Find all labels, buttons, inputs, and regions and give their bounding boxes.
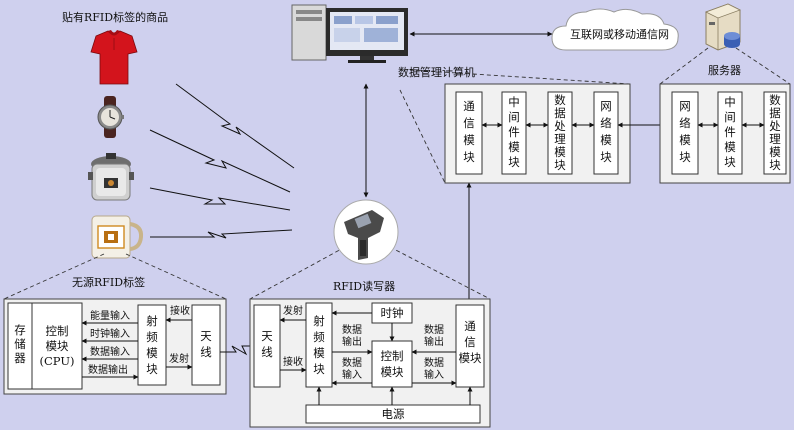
reader-receive-label: 接收	[283, 355, 303, 368]
reader-power-label: 电源	[382, 407, 405, 421]
computer-callout-line	[409, 69, 631, 85]
reader-data-out-2-label: 数据输出	[424, 323, 444, 348]
comm-module-label: 通信模块	[463, 99, 475, 164]
tag-callout-line	[3, 253, 105, 300]
energy-in-label: 能量输入	[90, 309, 130, 322]
tag-transmit-label: 发射	[169, 352, 189, 365]
reader-transmit-label: 发射	[283, 304, 303, 317]
server-network-module-box	[671, 91, 699, 175]
reader-control-label: 控制模块	[381, 349, 404, 379]
reader-callout-line	[389, 246, 491, 300]
reader-control-box	[371, 340, 413, 388]
reader-data-out-1-label: 数据输出	[342, 323, 362, 348]
computer-callout-line	[399, 89, 446, 184]
tag-control-box	[31, 302, 83, 390]
server-icon	[704, 3, 742, 51]
server-data-processing-module-box	[763, 91, 787, 175]
comm-module-box	[455, 91, 483, 175]
server-network-module-label: 网络模块	[679, 99, 691, 164]
tag-storage-box	[7, 302, 33, 390]
tag-reader-wireless-link	[220, 345, 254, 356]
data-in-label: 数据输入	[90, 345, 130, 358]
tag-antenna-box	[191, 304, 221, 386]
rfid-reader-icon	[333, 199, 399, 265]
dm-computer-label: 数据管理计算机	[398, 65, 475, 79]
tag-rf-box	[137, 304, 167, 386]
mug-icon	[91, 215, 144, 259]
data-out-label: 数据输出	[88, 363, 128, 376]
internet-label: 互联网或移动通信网	[570, 28, 669, 41]
server-callout-line	[659, 47, 709, 85]
tag-storage-label: 存储器	[14, 323, 26, 365]
server-data-processing-module-label: 数据处理模块	[769, 93, 781, 172]
server-middleware-module-label: 中间件模块	[724, 95, 736, 169]
data-processing-module-label: 数据处理模块	[554, 93, 566, 172]
tag-callout-line	[125, 253, 227, 300]
watch-icon	[97, 96, 124, 138]
pressure-cooker-icon	[88, 153, 134, 201]
reader-antenna-box	[253, 304, 281, 388]
wireless-links	[149, 83, 295, 239]
reader-clock-label: 时钟	[381, 306, 404, 320]
network-module-label: 网络模块	[600, 99, 612, 164]
tag-rf-label: 射频模块	[146, 314, 158, 376]
server-callout-line	[735, 47, 791, 85]
reader-callout-line	[249, 246, 346, 300]
network-module-box	[593, 91, 619, 175]
passive-tag-label: 无源RFID标签	[72, 275, 145, 289]
middleware-module-label: 中间件模块	[508, 95, 520, 169]
shirt-icon	[90, 30, 138, 85]
tag-antenna-label: 天线	[200, 329, 212, 359]
middleware-module-box	[501, 91, 527, 175]
products-title: 贴有RFID标签的商品	[62, 10, 168, 24]
clock-in-label: 时钟输入	[90, 327, 130, 340]
reader-antenna-label: 天线	[261, 329, 273, 359]
tag-receive-label: 接收	[170, 304, 190, 317]
tag-control-label: 控制模块(CPU)	[40, 324, 75, 368]
cloud-icon	[551, 8, 679, 51]
reader-power-box	[305, 404, 481, 424]
reader-rf-label: 射频模块	[313, 314, 325, 376]
reader-data-in-1-label: 数据输入	[342, 356, 362, 381]
computer-icon	[291, 4, 408, 63]
reader-data-in-2-label: 数据输入	[424, 356, 444, 381]
server-label: 服务器	[708, 64, 741, 77]
server-middleware-module-box	[717, 91, 743, 175]
reader-comm-label: 通信模块	[459, 319, 482, 365]
data-processing-module-box	[547, 91, 573, 175]
reader-label: RFID读写器	[333, 279, 395, 293]
